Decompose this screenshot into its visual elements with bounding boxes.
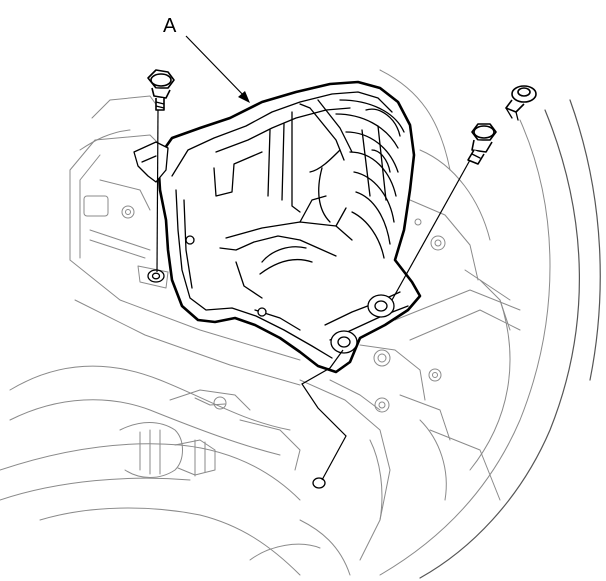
mount-boss-left xyxy=(137,265,169,289)
part-a-housing xyxy=(133,80,422,374)
callout-label-a: A xyxy=(163,15,177,37)
engine-bay-background xyxy=(0,69,601,579)
bolt-icon xyxy=(147,69,175,111)
leader-lines xyxy=(156,35,471,481)
leader-arrowhead xyxy=(238,91,250,103)
mount-hole-lower xyxy=(312,477,326,489)
bolt-icon xyxy=(467,123,497,165)
clip-icon xyxy=(505,85,537,121)
